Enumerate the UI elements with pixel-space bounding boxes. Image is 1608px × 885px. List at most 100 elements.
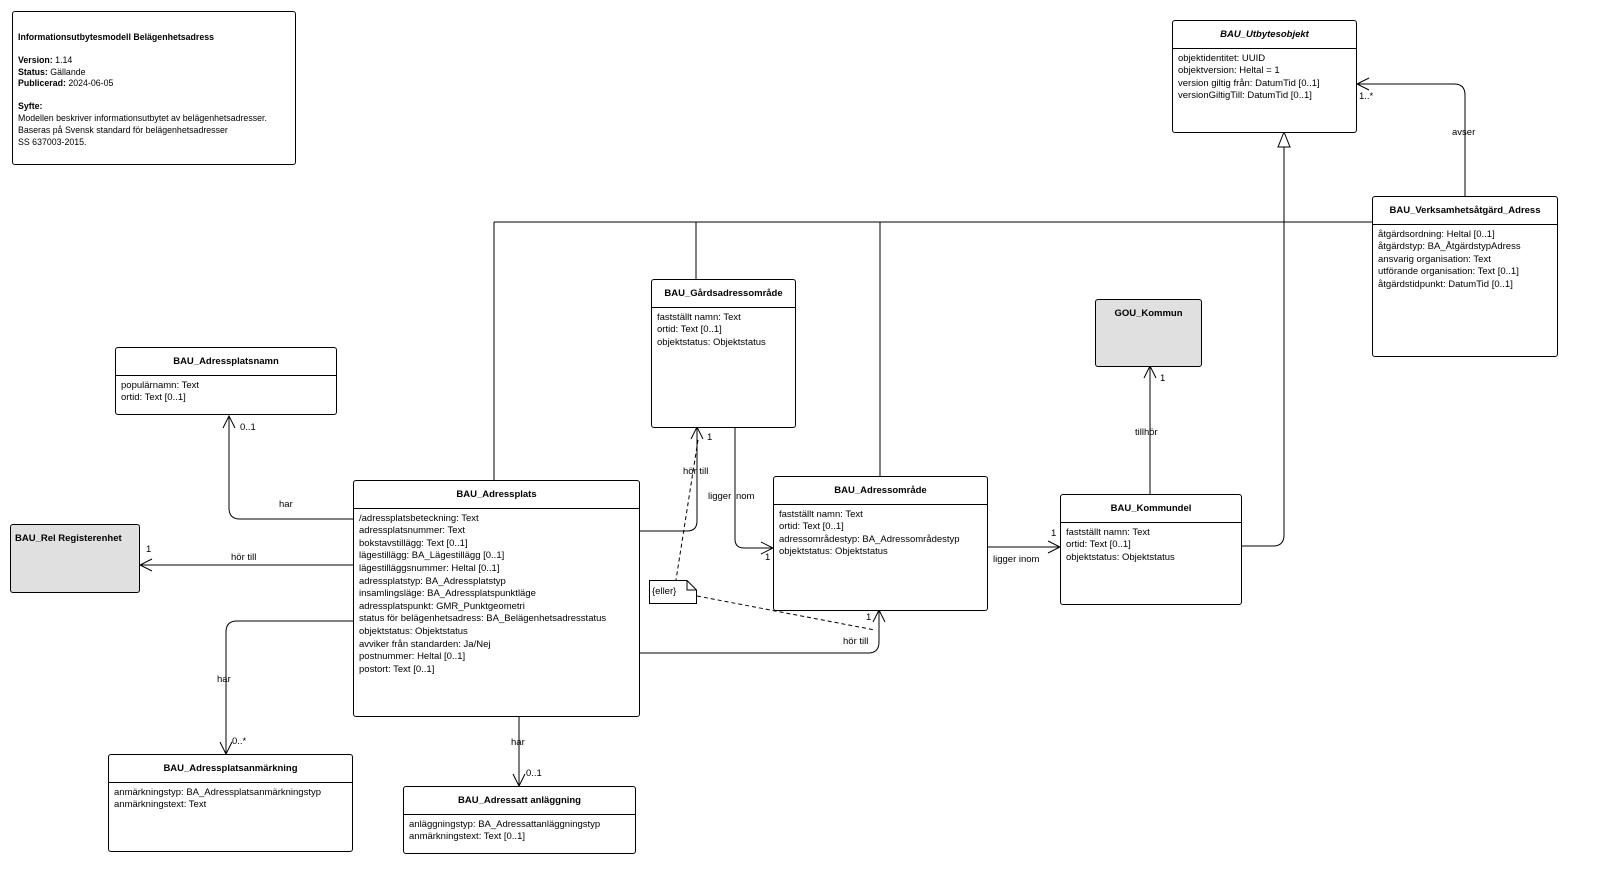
attribute: bokstavstillägg: Text [0..1]: [359, 537, 468, 549]
note-shape: [649, 580, 697, 604]
class-name: BAU_Adressplatsanmärkning: [109, 755, 352, 783]
attribute: adressplatsnummer: Text: [359, 525, 465, 537]
attribute: anmärkningstext: Text: [114, 799, 207, 811]
attribute: adressplatspunkt: GMR_Punktgeometri: [359, 600, 525, 612]
class-verksamhetsatgard-adress[interactable]: BAU_Verksamhetsåtgärd_Adress åtgärdsordn…: [1372, 196, 1558, 357]
attribute: lägestillägg: BA_Lägestillägg [0..1]: [359, 550, 505, 562]
attribute: avviker från standarden: Ja/Nej: [359, 638, 491, 650]
purpose-label: Syfte:: [18, 101, 43, 112]
class-name: BAU_Kommundel: [1061, 495, 1241, 523]
class-name: BAU_Utbytesobjekt: [1173, 21, 1356, 49]
class-adressplatsnamn[interactable]: BAU_Adressplatsnamn populärnamn: Text or…: [115, 347, 337, 415]
ligger-inom-gard-label: ligger inom: [708, 491, 755, 502]
attribute: adressplatstyp: BA_Adressplatstyp: [359, 575, 506, 587]
attribute: ortid: Text [0..1]: [1066, 539, 1131, 551]
avser-multiplicity: 1..*: [1359, 91, 1374, 102]
har-anl-label: har: [511, 737, 525, 748]
attribute: version giltig från: DatumTid [0..1]: [1178, 77, 1320, 89]
ligger-inom-gard-line: [734, 427, 773, 549]
avser-line: [1357, 83, 1466, 197]
class-kommundel[interactable]: BAU_Kommundel fastställt namn: Text orti…: [1060, 494, 1242, 605]
hor-till-gard-line: [639, 427, 698, 532]
attribute: åtgärdsordning: Heltal [0..1]: [1378, 228, 1495, 240]
generalization-kommundel: [1240, 222, 1285, 547]
model-published: 2024-06-05: [68, 78, 114, 89]
attribute: insamlingsläge: BA_Adressplatspunktläge: [359, 588, 536, 600]
purpose-line: Baseras på Svensk standard för belägenhe…: [18, 124, 228, 135]
attribute: anmärkningstext: Text [0..1]: [409, 831, 525, 843]
attribute: objektstatus: Objektstatus: [1066, 551, 1175, 563]
tillhor-multiplicity: 1: [1160, 373, 1166, 384]
constraint-text: {eller}: [652, 586, 677, 597]
attribute: ortid: Text [0..1]: [121, 392, 186, 404]
purpose-line: Modellen beskriver informationsutbytet a…: [18, 112, 267, 123]
hor-till-omr-label: hör till: [843, 636, 869, 647]
attribute: anmärkningstyp: BA_Adressplatsanmärkning…: [114, 786, 321, 798]
class-adressomrade[interactable]: BAU_Adressområde fastställt namn: Text o…: [773, 476, 988, 611]
hor-till-gard-multiplicity: 1: [707, 432, 713, 443]
attribute: åtgärdstidpunkt: DatumTid [0..1]: [1378, 278, 1513, 290]
attribute: objektversion: Heltal = 1: [1178, 65, 1280, 77]
status-label: Status:: [18, 66, 48, 77]
version-label: Version:: [18, 54, 53, 65]
class-rel-registerenhet[interactable]: BAU_Rel Registerenhet: [10, 524, 140, 593]
har-anm-label: har: [217, 674, 231, 685]
class-adressplatsanmarkning[interactable]: BAU_Adressplatsanmärkning anmärkningstyp…: [108, 754, 353, 852]
attribute: objektstatus: Objektstatus: [359, 625, 468, 637]
attribute: lägestilläggsnummer: Heltal [0..1]: [359, 562, 500, 574]
class-name: GOU_Kommun: [1114, 308, 1183, 319]
hor-till-reg-multiplicity: 1: [146, 544, 152, 555]
attribute: åtgärdstyp: BA_ÅtgärdstypAdress: [1378, 241, 1521, 253]
har-anm-multiplicity: 0..*: [232, 736, 247, 747]
har-anl-multiplicity: 0..1: [526, 768, 542, 779]
class-gou-kommun[interactable]: GOU_Kommun: [1095, 299, 1202, 367]
attribute: versionGiltigTill: DatumTid [0..1]: [1178, 90, 1312, 102]
constraint-note: {eller}: [649, 580, 697, 604]
har-anm-line: [225, 620, 353, 754]
model-version: 1.14: [55, 54, 73, 65]
attribute: ansvarig organisation: Text: [1378, 253, 1491, 265]
avser-label: avser: [1452, 127, 1476, 138]
hor-till-omr-multiplicity: 1: [866, 612, 872, 623]
model-info-note: Informationsutbytesmodell Belägenhetsadr…: [12, 11, 296, 165]
class-gardsadressomrade[interactable]: BAU_Gårdsadressområde fastställt namn: T…: [651, 279, 796, 428]
attribute: status för belägenhetsadress: BA_Belägen…: [359, 613, 607, 625]
generalization-arrowhead: [1277, 130, 1291, 148]
attribute: populärnamn: Text: [121, 379, 199, 391]
attribute: objektidentitet: UUID: [1178, 52, 1266, 64]
har-namn-label: har: [279, 499, 293, 510]
attribute: anläggningstyp: BA_Adressattanläggningst…: [409, 818, 601, 830]
har-namn-line: [228, 416, 353, 520]
attribute: postort: Text [0..1]: [359, 663, 435, 675]
purpose-line: SS 637003-2015.: [18, 136, 87, 147]
model-status: Gällande: [50, 66, 86, 77]
attribute: fastställt namn: Text: [779, 508, 863, 520]
class-name: BAU_Adressplats: [354, 481, 639, 509]
attribute: /adressplatsbeteckning: Text: [359, 512, 479, 524]
har-namn-arrow: [222, 414, 236, 429]
attribute: adressområdestyp: BA_Adressområdestyp: [779, 533, 960, 545]
constraint-line-1: [675, 439, 699, 581]
hor-till-gard-label: hör till: [683, 466, 709, 477]
attribute: fastställt namn: Text: [1066, 526, 1150, 538]
constraint-line-2: [696, 595, 876, 631]
ligger-inom-gard-multiplicity: 1: [765, 552, 771, 563]
attribute: fastställt namn: Text: [657, 311, 741, 323]
attribute: objektstatus: Objektstatus: [779, 546, 888, 558]
hor-till-reg-arrow: [138, 558, 153, 572]
hor-till-omr-line: [639, 610, 880, 654]
attribute: postnummer: Heltal [0..1]: [359, 651, 466, 663]
attribute: ortid: Text [0..1]: [657, 324, 722, 336]
tillhor-label: tillhör: [1135, 427, 1158, 438]
model-title: Informationsutbytesmodell Belägenhetsadr…: [18, 32, 215, 42]
class-utbytesobjekt[interactable]: BAU_Utbytesobjekt objektidentitet: UUID …: [1172, 20, 1357, 133]
class-name: BAU_Verksamhetsåtgärd_Adress: [1373, 197, 1557, 225]
class-name: BAU_Adressatt anläggning: [404, 787, 635, 815]
class-adressplats[interactable]: BAU_Adressplats /adressplatsbeteckning: …: [353, 480, 640, 717]
attribute: objektstatus: Objektstatus: [657, 336, 766, 348]
attribute: utförande organisation: Text [0..1]: [1378, 266, 1519, 278]
published-label: Publicerad:: [18, 78, 66, 89]
avser-arrow: [1355, 77, 1370, 91]
class-adressatt-anlaggning[interactable]: BAU_Adressatt anläggning anläggningstyp:…: [403, 786, 636, 854]
